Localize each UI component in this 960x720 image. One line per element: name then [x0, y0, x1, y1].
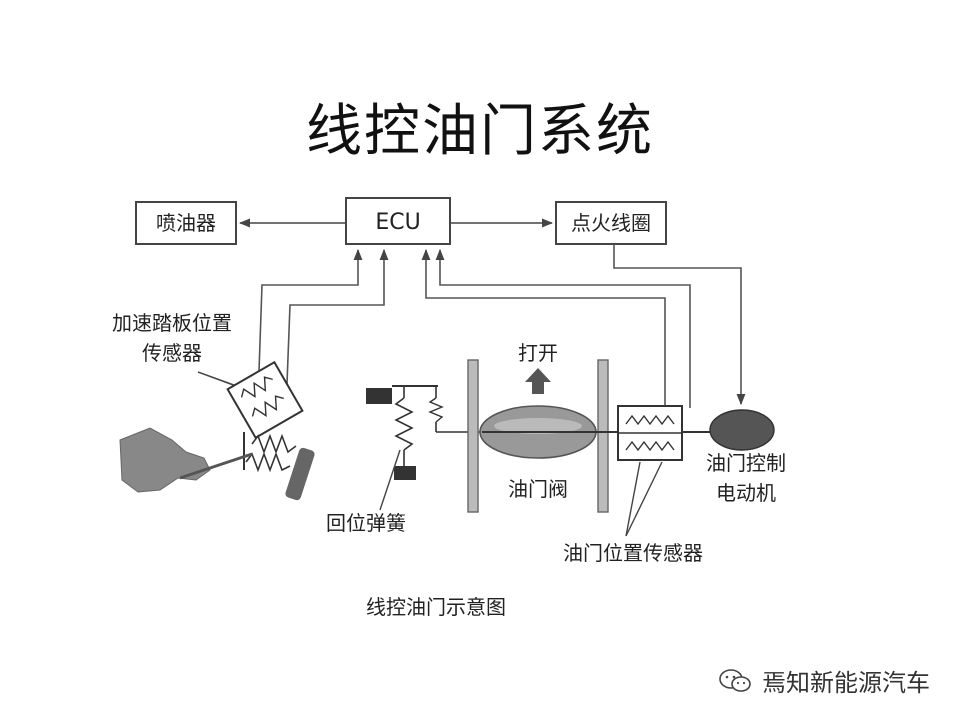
- ignition-coil-box: 点火线圈: [555, 201, 667, 245]
- tps-signal-line-1: [421, 248, 666, 408]
- pedal-signal-line-2: [285, 248, 389, 411]
- diagram-caption: 线控油门示意图: [366, 595, 506, 619]
- pedal-sensor-label-2: 传感器: [142, 341, 202, 365]
- pedal-sensor-label-1: 加速踏板位置: [112, 311, 232, 335]
- pedal-spring-2: [245, 451, 291, 473]
- pedal-arm: [179, 452, 253, 480]
- motor-label-2: 电动机: [716, 481, 776, 505]
- injector-box: 喷油器: [135, 201, 237, 245]
- return-spring-label: 回位弹簧: [326, 511, 406, 535]
- injector-label: 喷油器: [156, 211, 216, 235]
- tps-signal-line-2: [435, 248, 691, 408]
- foot-icon: [119, 427, 211, 493]
- open-label: 打开: [518, 341, 558, 365]
- wechat-icon: [719, 668, 751, 692]
- throttle-wall-right: [597, 359, 609, 513]
- watermark-text: 焉知新能源汽车: [762, 669, 930, 697]
- open-arrow-icon: [525, 368, 551, 394]
- page-title: 线控油门系统: [306, 99, 654, 164]
- motor-label-1: 油门控制: [706, 451, 786, 475]
- ignition-coil-label: 点火线圈: [571, 211, 651, 235]
- ecu-box: ECU: [345, 197, 451, 245]
- throttle-wall-left: [467, 359, 479, 513]
- pedal-sensor: [226, 360, 304, 440]
- pedal-signal-line-1: [257, 248, 363, 401]
- watermark: 焉知新能源汽车: [718, 663, 930, 698]
- throttle-position-sensor-label: 油门位置传感器: [563, 541, 703, 565]
- pedal-plate: [285, 447, 315, 501]
- return-spring: [366, 385, 482, 480]
- pedal-spring-1: [251, 433, 297, 455]
- ecu-label: ECU: [375, 210, 420, 235]
- throttle-valve-label: 油门阀: [508, 477, 568, 501]
- throttle-position-sensor: [617, 405, 683, 461]
- coil-to-motor-line: [613, 244, 746, 406]
- throttle-motor: [709, 409, 775, 451]
